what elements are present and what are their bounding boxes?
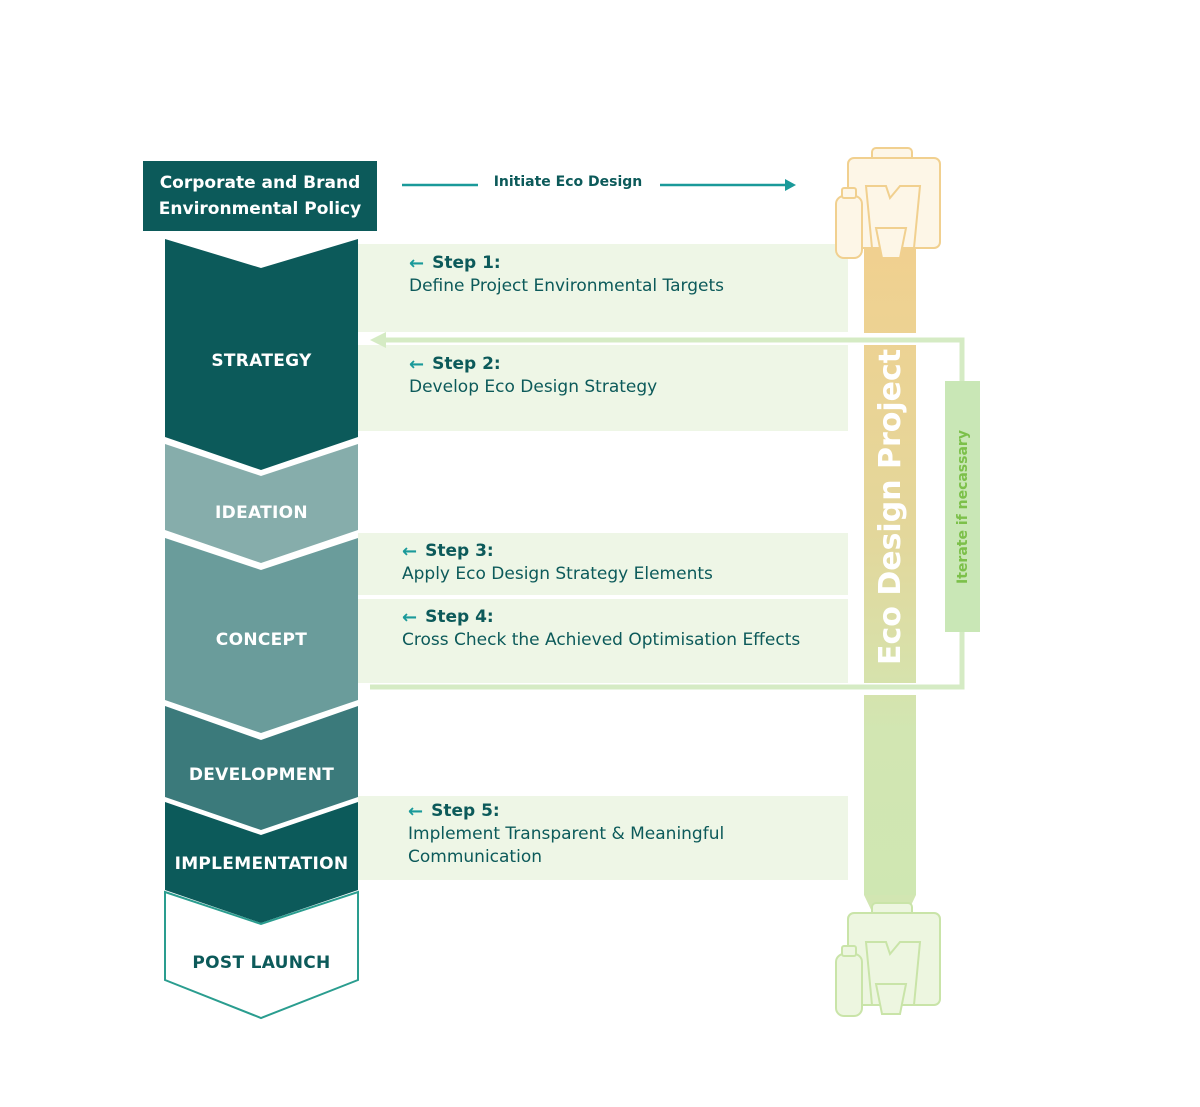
phase-concept-shape: [165, 538, 358, 733]
phase-implementation-label: IMPLEMENTATION: [174, 854, 349, 874]
step-4: ← Step 4: Cross Check the Achieved Optimi…: [402, 605, 800, 652]
step-2-panel: [358, 345, 848, 431]
iterate-arrowhead: [370, 332, 386, 348]
phase-ideation-shape: [165, 444, 358, 563]
step-4-title: Step 4:: [425, 607, 494, 627]
step-1-title: Step 1:: [432, 253, 501, 273]
step-2-description: Develop Eco Design Strategy: [409, 377, 658, 397]
step-2-title: Step 2:: [432, 354, 501, 374]
step-3-description: Apply Eco Design Strategy Elements: [402, 564, 713, 584]
phase-post-launch-label: POST LAUNCH: [192, 953, 331, 973]
step-5-description: Implement Transparent & Meaningful Commu…: [408, 824, 725, 867]
phase-implementation-shape: [165, 802, 358, 923]
eco-design-project-label: Eco Design Project: [873, 348, 908, 665]
step-3-title: Step 3:: [425, 541, 494, 561]
packaging-icon-orange: [835, 147, 941, 259]
step-5: ← Step 5: Implement Transparent & Meaning…: [408, 799, 724, 869]
step-3-panel: [358, 533, 848, 595]
initiate-eco-design-label: Initiate Eco Design: [493, 174, 643, 190]
initiate-arrowhead: [785, 179, 796, 191]
step-1: ← Step 1: Define Project Environmental Ta…: [409, 251, 724, 298]
step-1-panel: [358, 244, 848, 332]
step-5-panel: [358, 796, 848, 880]
phase-strategy-label: STRATEGY: [211, 351, 312, 371]
step-5-title: Step 5:: [431, 801, 500, 821]
iterate-label-box: [945, 381, 980, 632]
step-4-panel: [358, 599, 848, 683]
phase-ideation-label: IDEATION: [215, 503, 308, 523]
phase-development-shape: [165, 706, 358, 830]
step-3: ← Step 3: Apply Eco Design Strategy Eleme…: [402, 539, 713, 586]
phase-post-launch-shape: [164, 890, 359, 1020]
iterate-label: Iterate if necassary: [955, 430, 971, 584]
packaging-icon-green: [835, 902, 941, 1017]
arrow-left-icon: ←: [408, 800, 424, 822]
phase-development-label: DEVELOPMENT: [188, 765, 335, 785]
step-2: ← Step 2: Develop Eco Design Strategy: [409, 352, 657, 399]
arrow-left-icon: ←: [409, 353, 425, 375]
arrow-left-icon: ←: [402, 606, 418, 628]
step-4-description: Cross Check the Achieved Optimisation Ef…: [402, 630, 801, 650]
arrow-left-icon: ←: [409, 252, 425, 274]
policy-box: [143, 161, 377, 231]
phase-strategy-shape: [165, 239, 358, 470]
arrow-left-icon: ←: [402, 540, 418, 562]
policy-label: Corporate and Brand Environmental Policy: [158, 173, 362, 219]
step-1-description: Define Project Environmental Targets: [409, 276, 725, 296]
phase-concept-label: CONCEPT: [215, 630, 308, 650]
